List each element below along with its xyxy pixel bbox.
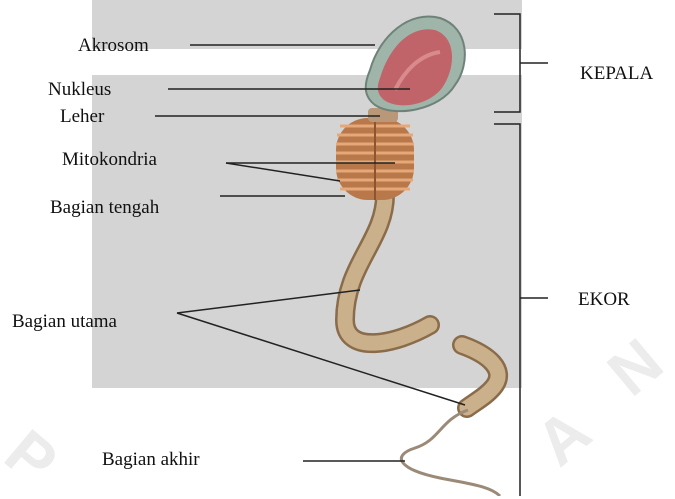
label-nukleus: Nukleus	[48, 80, 111, 99]
bracket-ekor	[494, 124, 520, 496]
group-label-ekor: EKOR	[578, 290, 630, 309]
label-bagian-tengah: Bagian tengah	[50, 198, 159, 217]
label-mitokondria: Mitokondria	[62, 150, 157, 169]
leader-bagian-utama-2	[177, 313, 465, 405]
group-label-kepala: KEPALA	[580, 64, 653, 83]
label-akrosom: Akrosom	[78, 36, 149, 55]
label-leher: Leher	[60, 107, 104, 126]
label-bagian-akhir: Bagian akhir	[102, 450, 200, 469]
bracket-kepala	[494, 14, 520, 112]
leader-mitokondria-2	[226, 163, 340, 181]
label-bagian-utama: Bagian utama	[12, 312, 117, 331]
leader-bagian-utama-1	[177, 290, 360, 313]
